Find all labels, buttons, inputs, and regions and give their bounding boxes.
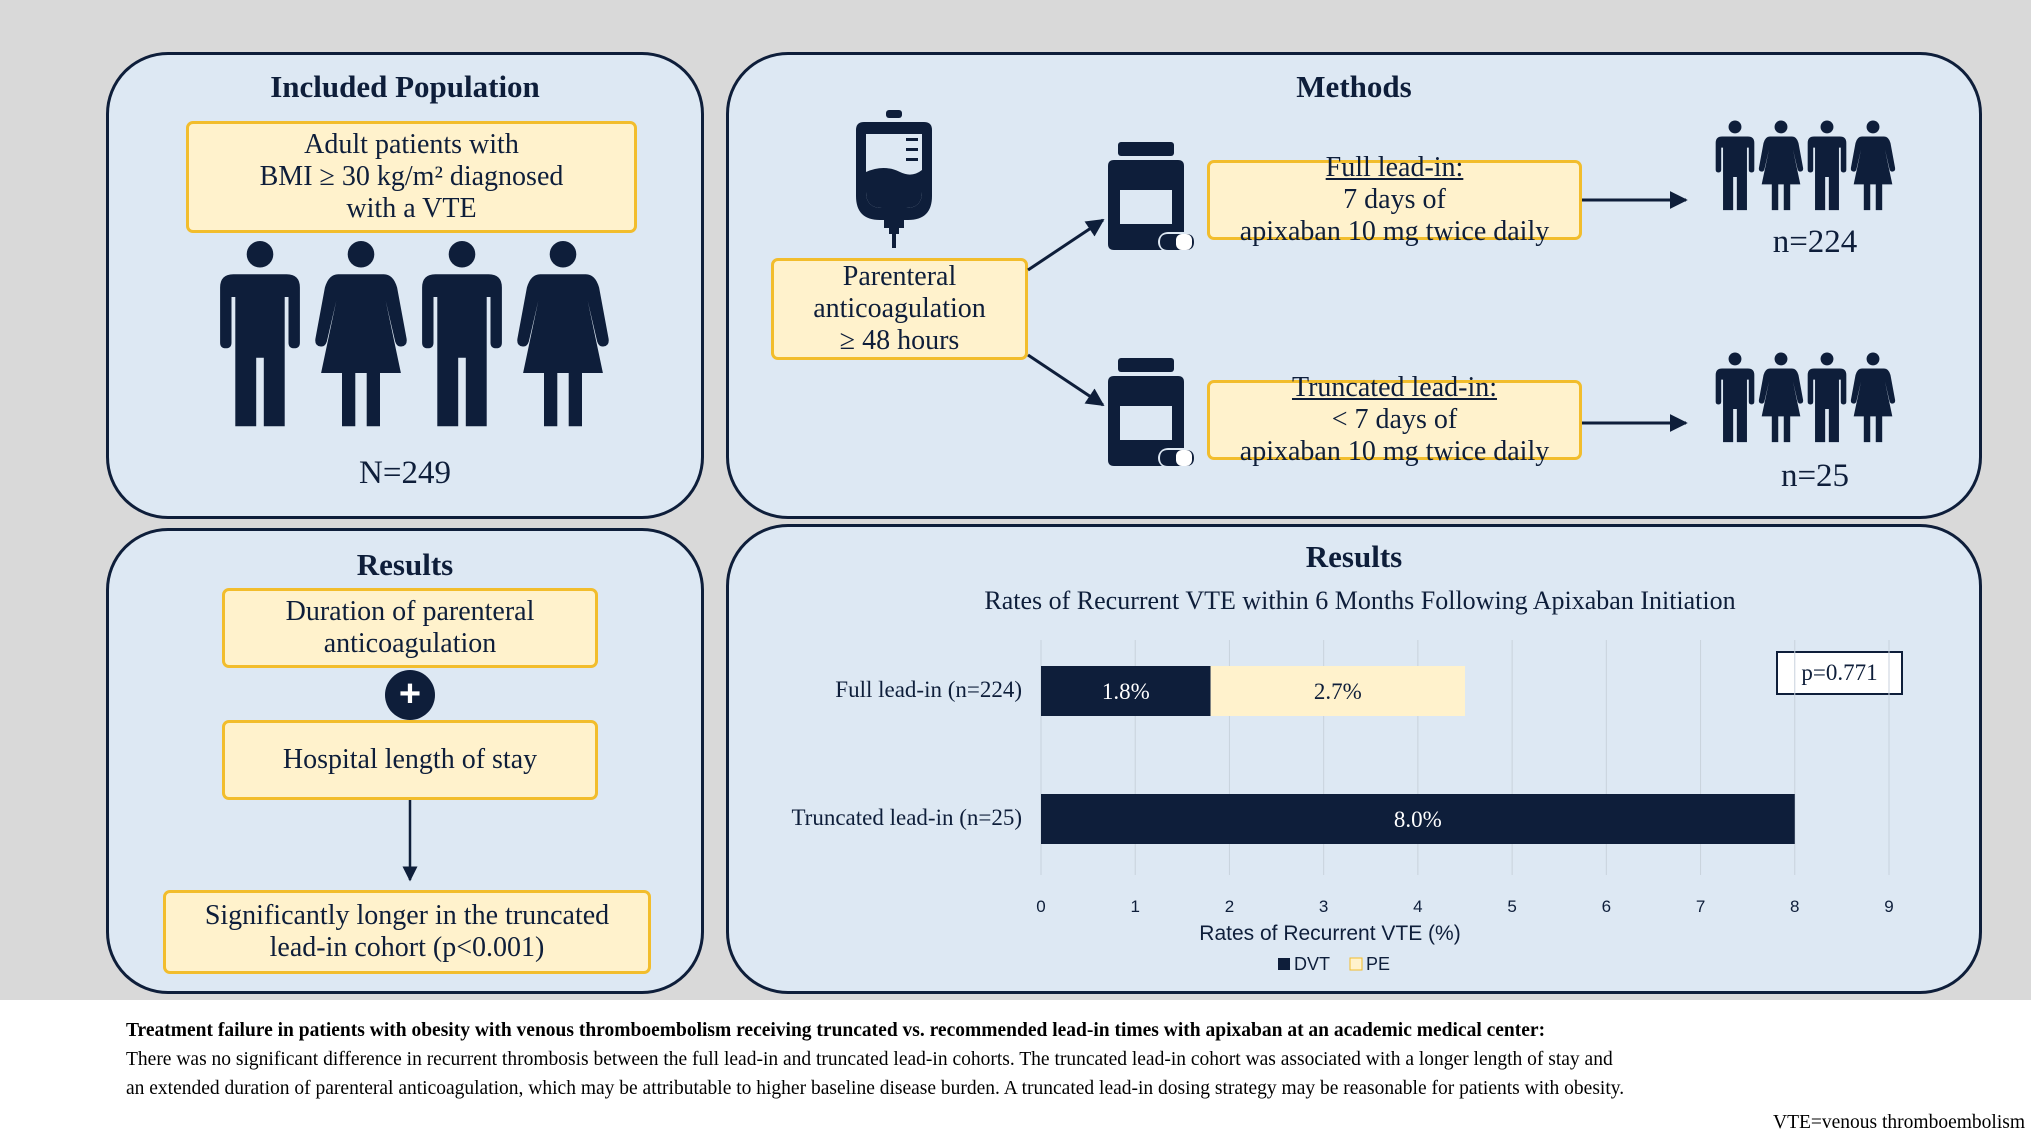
results-left-title: Results bbox=[356, 547, 454, 582]
category-label-truncated: Truncated lead-in (n=25) bbox=[791, 805, 1022, 830]
criteria-line-2: BMI ≥ 30 kg/m² diagnosed bbox=[259, 161, 564, 192]
full-lead-in-label: Full lead-in: bbox=[1325, 152, 1464, 183]
results-box-duration: Duration of parenteral anticoagulation bbox=[222, 588, 598, 668]
population-title: Included Population bbox=[270, 69, 540, 104]
full-lead-in-duration: 7 days of bbox=[1343, 184, 1446, 215]
footnote: VTE=venous thromboembolism bbox=[1772, 1112, 2025, 1133]
population-panel: Included Population Adult patients with … bbox=[106, 52, 704, 519]
criteria-line-1: Adult patients with bbox=[304, 129, 519, 160]
full-lead-in-dose: apixaban 10 mg twice daily bbox=[1239, 216, 1550, 247]
conclusion-line-1: Significantly longer in the truncated bbox=[204, 900, 610, 931]
category-label-full: Full lead-in (n=224) bbox=[835, 677, 1022, 702]
parenteral-box: Parenteral anticoagulation ≥ 48 hours bbox=[771, 258, 1028, 360]
full-lead-in-box: Full lead-in: 7 days of apixaban 10 mg t… bbox=[1207, 152, 1582, 247]
parenteral-line-2: anticoagulation bbox=[813, 293, 986, 324]
duration-line-1: Duration of parenteral bbox=[285, 596, 535, 627]
length-of-stay-text: Hospital length of stay bbox=[282, 744, 538, 775]
criteria-line-3: with a VTE bbox=[346, 193, 477, 224]
population-criteria-box: Adult patients with BMI ≥ 30 kg/m² diagn… bbox=[186, 121, 637, 233]
conclusion-line-2: lead-in cohort (p<0.001) bbox=[269, 932, 545, 963]
parenteral-line-1: Parenteral bbox=[842, 261, 957, 292]
caption: Treatment failure in patients with obesi… bbox=[126, 1016, 2006, 1103]
full-cohort-n: n=224 bbox=[1772, 224, 1858, 260]
truncated-lead-in-box: Truncated lead-in: < 7 days of apixaban … bbox=[1207, 372, 1582, 467]
caption-line-1: There was no significant difference in r… bbox=[126, 1049, 1613, 1070]
p-value-annotation: p=0.771 bbox=[1776, 651, 1903, 695]
results-box-length-of-stay: Hospital length of stay bbox=[222, 720, 598, 800]
chart-title: Rates of Recurrent VTE within 6 Months F… bbox=[984, 586, 1736, 615]
truncated-lead-in-dose: apixaban 10 mg twice daily bbox=[1239, 436, 1550, 467]
duration-line-2: anticoagulation bbox=[323, 628, 497, 659]
parenteral-line-3: ≥ 48 hours bbox=[839, 325, 960, 356]
truncated-lead-in-duration: < 7 days of bbox=[1331, 404, 1458, 435]
results-right-title: Results bbox=[1305, 539, 1403, 574]
population-total: N=249 bbox=[359, 455, 451, 491]
caption-title: Treatment failure in patients with obesi… bbox=[126, 1020, 1546, 1041]
caption-line-2: an extended duration of parenteral antic… bbox=[126, 1078, 1625, 1099]
plus-icon: + bbox=[398, 673, 422, 715]
methods-title: Methods bbox=[1296, 69, 1412, 104]
results-box-conclusion: Significantly longer in the truncated le… bbox=[163, 890, 651, 974]
truncated-cohort-n: n=25 bbox=[1780, 458, 1850, 494]
truncated-lead-in-label: Truncated lead-in: bbox=[1291, 372, 1498, 403]
results-right-panel: Results bbox=[726, 524, 1982, 994]
